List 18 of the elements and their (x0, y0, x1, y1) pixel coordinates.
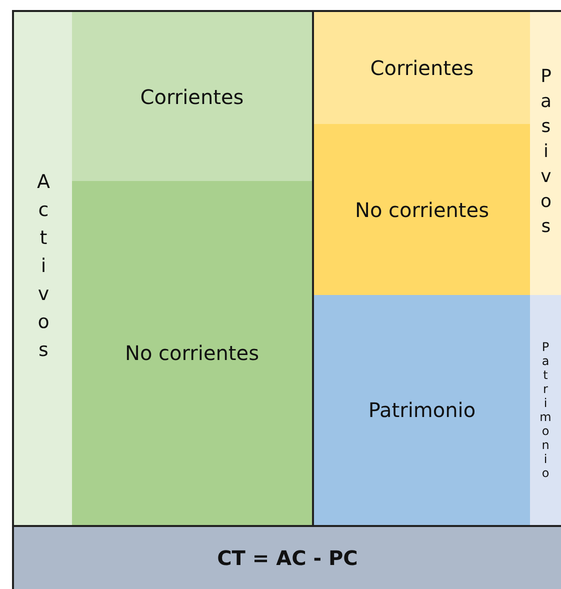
vertical-label: Pasivos (536, 66, 554, 241)
section-label: Corrientes (140, 84, 244, 108)
section-label: Patrimonio (368, 398, 476, 422)
vertical-label: Activos (34, 170, 52, 366)
section-box (312, 124, 530, 295)
vertical-band (530, 10, 561, 295)
section-box (72, 181, 312, 525)
section-label: Corrientes (370, 56, 474, 80)
vertical-band (530, 295, 561, 525)
vertical-band (12, 10, 72, 525)
section-box (72, 10, 312, 181)
formula-bar (12, 525, 561, 589)
formula-text: CT = AC - PC (217, 546, 358, 570)
section-label: No corrientes (125, 341, 259, 365)
vertical-label: Patrimonio (540, 340, 552, 480)
section-box (312, 10, 530, 124)
section-box (312, 295, 530, 525)
section-label: No corrientes (355, 198, 489, 222)
